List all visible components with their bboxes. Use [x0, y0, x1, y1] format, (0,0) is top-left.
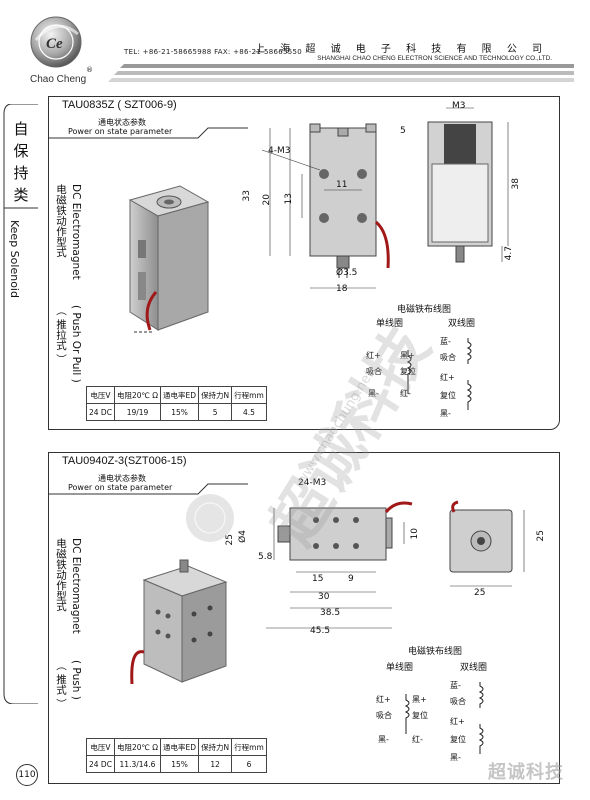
p2-coil-reset: 复位	[412, 711, 428, 720]
p1-dim-33: 33	[242, 190, 252, 202]
company-name-en: SHANGHAI CHAO CHENG ELECTRON SCIENCE AND…	[317, 55, 552, 62]
footer-brand: 超诚科技	[488, 762, 564, 783]
p2-coil-black-plus: 黑+	[412, 695, 427, 704]
product-1-section-drawing	[427, 107, 509, 263]
p2-coil-suck2: 吸合	[450, 697, 466, 706]
header-stripes	[108, 64, 574, 82]
p2-coil-diagram	[404, 682, 484, 754]
p1-dim-holes: 4-M3	[268, 146, 291, 156]
product-2-action-en: ( Push )	[70, 660, 82, 700]
company-logo: Ce	[30, 16, 82, 68]
p2-dim-9: 9	[348, 574, 354, 584]
side-tab-frame	[3, 104, 38, 704]
side-category-cn: 自保持类	[13, 120, 29, 204]
product-1-vertical-cn: 电磁铁动作型式	[55, 184, 67, 258]
p1-dim-18: 18	[336, 284, 348, 294]
product-2-model: TAU0940Z-3(SZT006-15)	[62, 455, 187, 467]
product-1-sub-en: Power on state parameter	[68, 127, 173, 136]
p1-coil-suck2: 吸合	[440, 353, 456, 362]
p1-coil-black-minus: 黑-	[368, 389, 379, 398]
side-category-en: Keep Solenoid	[8, 220, 21, 298]
product-1-front-drawing	[261, 123, 390, 289]
p2-coil-single: 单线圈	[386, 663, 414, 673]
p1-dim-4-7: 4.7	[504, 246, 514, 261]
p1-dim-dia: Ø3.5	[336, 268, 358, 278]
product-2-sub-cn: 通电状态参数	[98, 474, 146, 483]
p2-coil-red-minus: 红-	[412, 735, 423, 744]
product-1-sub-cn: 通电状态参数	[98, 118, 146, 127]
p2-coil-double: 双线圈	[460, 663, 488, 673]
brand-name: Chao Cheng	[30, 74, 87, 85]
product-2-title-tab	[48, 483, 248, 495]
p1-coil-reset2: 复位	[440, 391, 456, 400]
p2-dim-holes: 24-M3	[298, 478, 327, 488]
product-2-sub-en: Power on state parameter	[68, 483, 173, 492]
p1-coil-suck: 吸合	[366, 367, 382, 376]
registered-mark: ®	[86, 66, 93, 74]
p1-dim-38: 38	[511, 178, 521, 190]
product-2-photo	[130, 559, 228, 685]
product-2-action-cn: （ 推式 ）	[55, 660, 67, 709]
p2-coil-red-plus2: 红+	[450, 717, 465, 726]
p1-coil-red-minus: 红-	[400, 389, 411, 398]
p2-coil-black-minus: 黑-	[378, 735, 389, 744]
p2-coil-title: 电磁铁布线图	[408, 647, 463, 657]
product-1-vertical-en: DC Electromagnet	[70, 184, 82, 280]
product-1-action-cn: （ 推拉式 ）	[55, 305, 67, 365]
p1-dim-11: 11	[336, 180, 348, 190]
p2-dim-30: 30	[318, 592, 330, 602]
product-1-model: TAU0835Z ( SZT006-9)	[62, 99, 177, 111]
p2-dim-top-25: 25	[536, 530, 546, 542]
p2-coil-suck: 吸合	[376, 711, 392, 720]
product-1-photo	[128, 185, 210, 333]
company-name-cn: 上 海 超 诚 电 子 科 技 有 限 公 司	[255, 44, 548, 55]
p2-dim-45-5: 45.5	[310, 626, 331, 636]
p1-coil-red-plus2: 红+	[440, 373, 455, 382]
p2-coil-reset2: 复位	[450, 735, 466, 744]
p1-coil-blue-minus: 蓝-	[440, 337, 451, 346]
p1-dim-13: 13	[284, 193, 294, 205]
p1-coil-single: 单线圈	[376, 319, 404, 329]
p2-dim-38-5: 38.5	[320, 608, 341, 618]
product-2-top-drawing	[449, 500, 525, 587]
p1-dim-5: 5	[400, 126, 406, 136]
page-number: 110	[16, 764, 38, 786]
product-2-vertical-en: DC Electromagnet	[70, 538, 82, 634]
contact-line: TEL: +86-21-58665988 FAX: +86-21-5866555…	[124, 48, 302, 56]
p1-coil-black-plus: 黑+	[400, 351, 415, 360]
p2-dim-5-8: 5.8	[258, 552, 273, 562]
p1-coil-reset: 复位	[400, 367, 416, 376]
p1-coil-black-minus2: 黑-	[440, 409, 451, 418]
p2-dim-10: 10	[410, 528, 420, 540]
product-1-title-tab	[48, 127, 248, 139]
p2-dim-top-25b: 25	[474, 588, 486, 598]
p1-coil-title: 电磁铁布线图	[397, 305, 452, 315]
p1-coil-diagram	[406, 338, 472, 410]
product-2-vertical-cn: 电磁铁动作型式	[55, 538, 67, 612]
p1-coil-double: 双线圈	[448, 319, 476, 329]
p2-coil-black-minus2: 黑-	[450, 753, 461, 762]
p1-coil-red-plus: 红+	[366, 351, 381, 360]
logo-letters: Ce	[46, 36, 63, 52]
p2-coil-red-plus: 红+	[376, 695, 391, 704]
p2-dim-15: 15	[312, 574, 324, 584]
p2-coil-blue-minus: 蓝-	[450, 681, 461, 690]
p1-dim-m3: M3	[452, 101, 466, 111]
product-1-action-en: ( Push Or Pull )	[70, 305, 82, 383]
watermark-logo	[186, 494, 234, 542]
product-panel-2	[48, 452, 560, 784]
product-2-side-drawing	[266, 501, 413, 629]
p1-dim-20: 20	[262, 194, 272, 206]
